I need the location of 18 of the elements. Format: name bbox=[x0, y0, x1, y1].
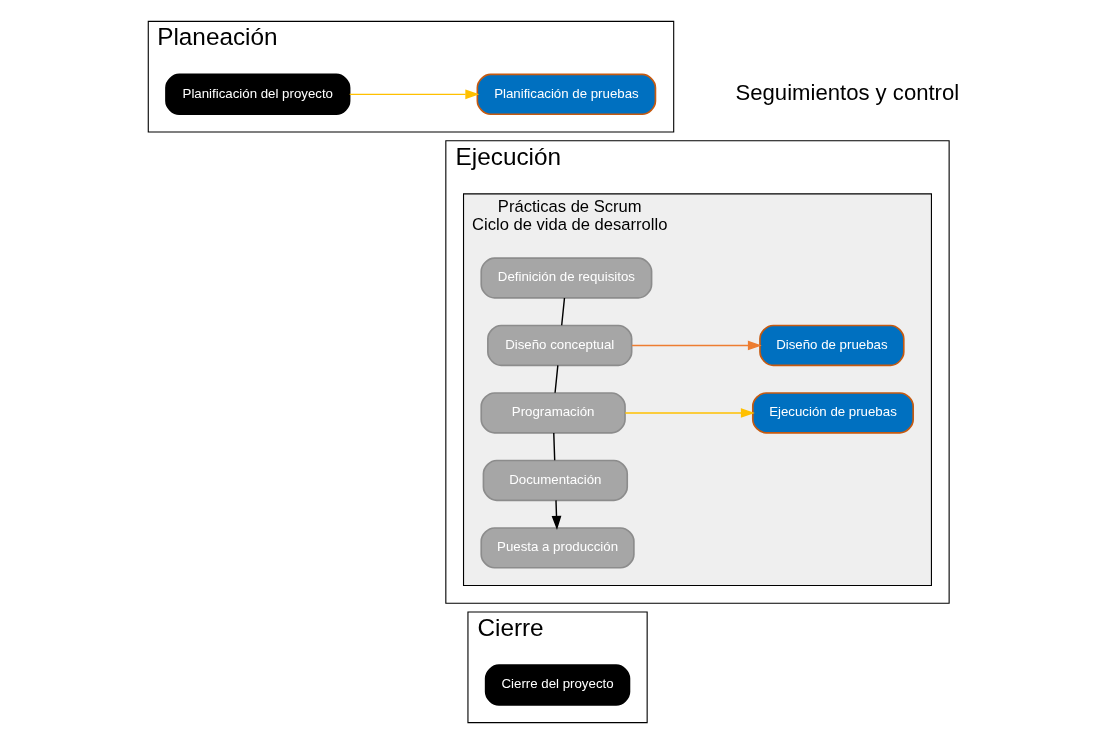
node-box: Puesta a producción bbox=[480, 527, 635, 569]
connector bbox=[553, 432, 556, 461]
arrow bbox=[631, 340, 762, 351]
node-box: Diseño conceptual bbox=[487, 324, 633, 367]
node-box: Planificación de pruebas bbox=[476, 73, 657, 116]
connector bbox=[561, 297, 566, 326]
label: Seguimientos y control bbox=[735, 79, 960, 105]
node-box: Planificación del proyecto bbox=[165, 73, 351, 116]
connector bbox=[554, 364, 559, 394]
node-box: Definición de requisitos bbox=[480, 257, 653, 299]
node-box: Programación bbox=[480, 392, 626, 434]
arrow bbox=[349, 89, 480, 100]
arrow bbox=[624, 408, 755, 418]
node-box: Documentación bbox=[482, 459, 629, 502]
arrow bbox=[551, 499, 562, 530]
node-box: Diseño de pruebas bbox=[759, 324, 905, 367]
node-box: Ejecución de pruebas bbox=[751, 392, 914, 434]
node-box: Cierre del proyecto bbox=[484, 664, 631, 706]
